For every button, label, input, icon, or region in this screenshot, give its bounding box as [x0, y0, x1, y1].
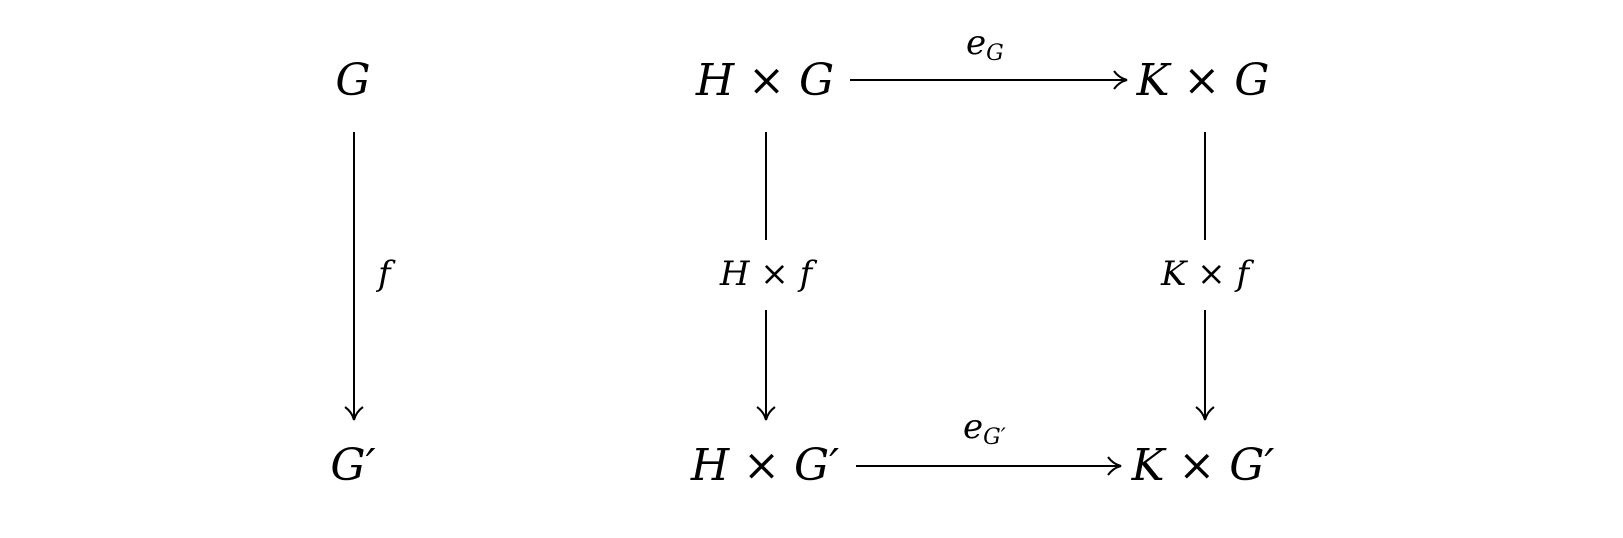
node-h-times-g-prime: H × G′: [690, 440, 839, 491]
arrowhead-h-times-f: [756, 406, 776, 421]
label-f: f: [375, 254, 396, 294]
label-e-g-base: e: [966, 23, 986, 63]
label-h-times-f: H × f: [719, 254, 818, 294]
node-k-times-g: K × G: [1136, 55, 1270, 106]
label-e-g-prime-sub: G′: [983, 425, 1006, 450]
arrowhead-e-g: [1113, 70, 1128, 90]
label-e-g: eG: [966, 23, 1004, 66]
node-g: G: [335, 55, 370, 106]
label-k-times-f: K × f: [1160, 254, 1255, 294]
arrowhead-e-g-prime: [1107, 456, 1122, 476]
node-k-times-g-prime: K × G′: [1131, 440, 1275, 491]
node-g-prime: G′: [330, 440, 375, 491]
arrowhead-k-times-f: [1195, 406, 1215, 421]
node-h-times-g: H × G: [695, 55, 834, 106]
label-e-g-sub: G: [986, 41, 1004, 66]
label-e-g-prime: eG′: [963, 407, 1006, 450]
label-e-g-prime-base: e: [963, 407, 983, 447]
arrowhead-f: [344, 406, 364, 421]
